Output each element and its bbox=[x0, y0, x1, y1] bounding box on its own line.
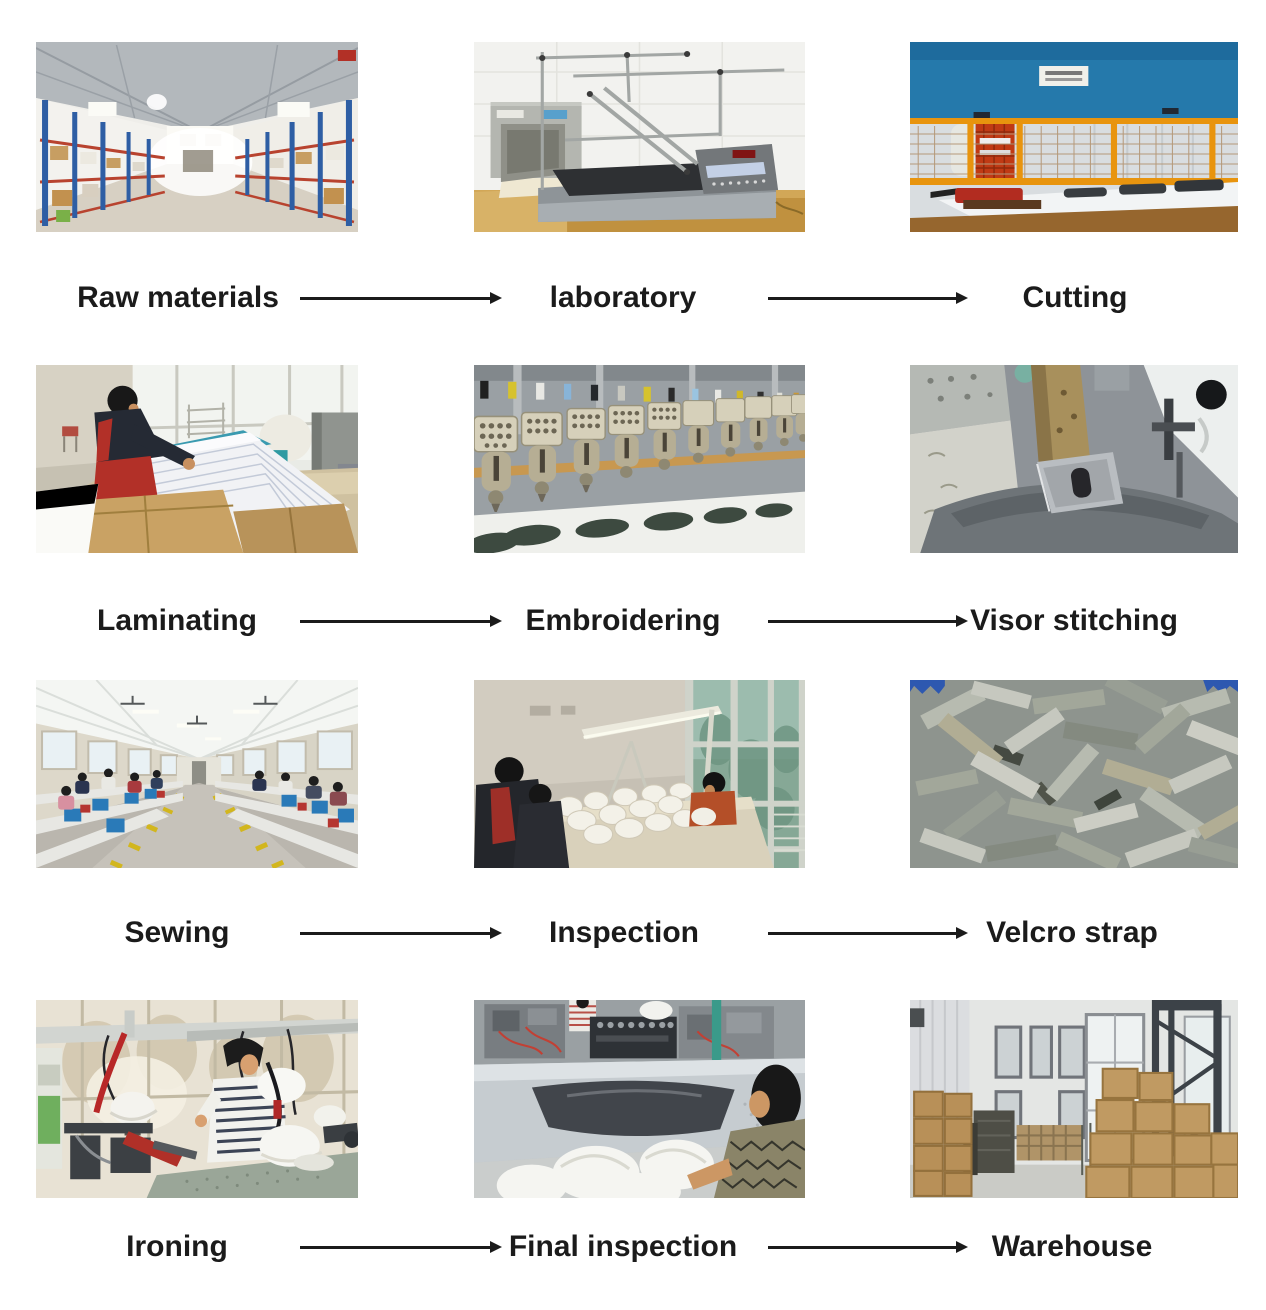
flow-row-1-labels: Raw materials laboratory Cutting bbox=[0, 281, 1266, 315]
step-label-raw-materials: Raw materials bbox=[77, 281, 279, 314]
photo-warehouse bbox=[910, 1000, 1238, 1198]
right-arrow-icon bbox=[768, 292, 968, 303]
photo-embroidering bbox=[474, 365, 805, 553]
step-label-cutting: Cutting bbox=[1022, 281, 1128, 314]
step-label-laboratory: laboratory bbox=[549, 281, 697, 314]
photo-inspection bbox=[474, 680, 805, 868]
step-label-laminating: Laminating bbox=[96, 604, 258, 637]
step-label-embroidering: Embroidering bbox=[525, 604, 721, 637]
photo-visor-stitching bbox=[910, 365, 1238, 553]
photo-ironing bbox=[36, 1000, 358, 1198]
right-arrow-icon bbox=[768, 615, 968, 626]
right-arrow-icon bbox=[768, 927, 968, 938]
photo-laboratory bbox=[474, 42, 805, 232]
right-arrow-icon bbox=[768, 1241, 968, 1252]
step-label-final-inspection: Final inspection bbox=[508, 1230, 738, 1263]
flow-row-3-labels: Sewing Inspection Velcro strap bbox=[0, 916, 1266, 950]
flow-row-4-labels: Ironing Final inspection Warehouse bbox=[0, 1230, 1266, 1264]
photo-sewing bbox=[36, 680, 358, 868]
step-label-warehouse: Warehouse bbox=[991, 1230, 1153, 1263]
step-label-sewing: Sewing bbox=[124, 916, 230, 949]
right-arrow-icon bbox=[300, 1241, 502, 1252]
photo-laminating bbox=[36, 365, 358, 553]
photo-cutting bbox=[910, 42, 1238, 232]
photo-velcro-strap bbox=[910, 680, 1238, 868]
right-arrow-icon bbox=[300, 615, 502, 626]
step-label-velcro-strap: Velcro strap bbox=[986, 916, 1158, 949]
photo-final-inspection bbox=[474, 1000, 805, 1198]
step-label-inspection: Inspection bbox=[548, 916, 700, 949]
step-label-ironing: Ironing bbox=[126, 1230, 228, 1263]
right-arrow-icon bbox=[300, 292, 502, 303]
step-label-visor-stitching: Visor stitching bbox=[970, 604, 1178, 637]
flow-row-2-labels: Laminating Embroidering Visor stitching bbox=[0, 604, 1266, 638]
right-arrow-icon bbox=[300, 927, 502, 938]
photo-raw-materials bbox=[36, 42, 358, 232]
